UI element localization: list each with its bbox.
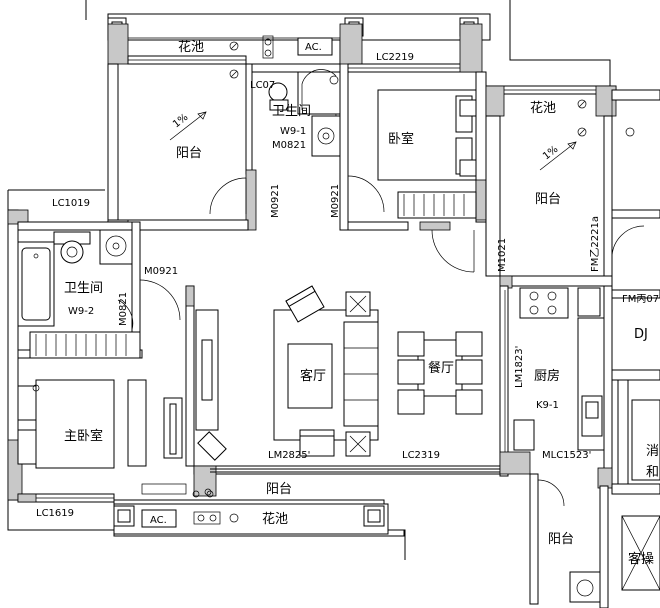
ac-bottom-label: AC. — [150, 515, 167, 526]
room-bathroom-top: 卫生间 — [272, 104, 311, 119]
code-lm2825: LM2825' — [268, 450, 310, 461]
code-w9-1: W9-1 — [280, 126, 306, 137]
dining-table — [397, 331, 483, 415]
right-edge-label-1: 消 — [646, 444, 659, 459]
code-m0921-a: M0921 — [270, 184, 281, 218]
room-labels: 阳台 卫生间 卧室 阳台 花池 卫生间 主卧室 客厅 餐厅 厨房 阳台 花池 阳… — [64, 100, 659, 567]
code-lc1619: LC1619 — [36, 508, 74, 519]
top-flower-bed: 花池 AC. — [107, 13, 491, 59]
living-room-furniture — [195, 285, 379, 461]
code-fm2221a: FM乙2221a — [589, 216, 601, 272]
room-kitchen: 厨房 — [534, 368, 560, 384]
code-w9-2: W9-2 — [68, 306, 94, 317]
room-balcony-ne: 阳台 — [535, 192, 561, 207]
code-labels: LC2219 LC07 W9-1 M0821 LC1019 M0921 M092… — [36, 52, 659, 519]
room-balcony-nw: 阳台 — [176, 146, 202, 161]
room-dining: 餐厅 — [428, 360, 454, 376]
ac-unit-bottom — [141, 509, 177, 528]
room-living: 客厅 — [300, 368, 326, 384]
right-edge-label-3: 客操 — [628, 551, 654, 567]
room-master-bedroom: 主卧室 — [64, 428, 103, 444]
floor-drains — [32, 69, 635, 496]
code-m0921-c: M0921 — [144, 266, 178, 277]
room-balcony-bottom: 阳台 — [266, 482, 292, 497]
code-fm07: FM丙07 — [622, 294, 659, 305]
slope-2-label: 1% — [541, 144, 560, 162]
code-lc07: LC07 — [250, 80, 275, 91]
code-lc1019: LC1019 — [52, 198, 90, 209]
se-fixtures — [569, 399, 660, 603]
ac-top-label: AC. — [305, 42, 322, 53]
code-m0821-top: M0821 — [272, 140, 306, 151]
top-bathroom-fixtures — [268, 69, 341, 157]
ac-unit-top — [297, 37, 333, 56]
flower-top-label: 花池 — [178, 39, 204, 55]
code-lc2319: LC2319 — [402, 450, 440, 461]
slope-arrows: 1% 1% — [169, 111, 577, 171]
code-m1021: M1021 — [497, 238, 508, 272]
kitchen-fixtures — [513, 287, 605, 451]
code-lm1823: LM1823' — [514, 346, 525, 388]
room-balcony-se: 阳台 — [548, 532, 574, 547]
room-bathroom-left: 卫生间 — [64, 281, 103, 296]
right-edge-label-2: 和 — [646, 465, 659, 480]
code-lc2219: LC2219 — [376, 52, 414, 63]
windows — [36, 59, 613, 499]
flower-right-label: 花池 — [530, 100, 556, 116]
bedroom-furniture — [377, 89, 477, 219]
bottom-flower-bed: AC. — [113, 490, 389, 535]
left-bathroom-fixtures — [17, 229, 133, 327]
code-m0921-b: M0921 — [330, 184, 341, 218]
slope-1-label: 1% — [171, 112, 190, 130]
master-bedroom-furniture — [17, 331, 183, 469]
code-m0821-left: M0821 — [118, 292, 129, 326]
code-mlc1523: MLC1523' — [542, 450, 591, 461]
code-k9-1: K9-1 — [536, 400, 559, 411]
flower-bottom-label: 花池 — [262, 511, 288, 527]
room-bedroom-top: 卧室 — [388, 131, 414, 147]
room-dj: DJ — [634, 327, 648, 342]
